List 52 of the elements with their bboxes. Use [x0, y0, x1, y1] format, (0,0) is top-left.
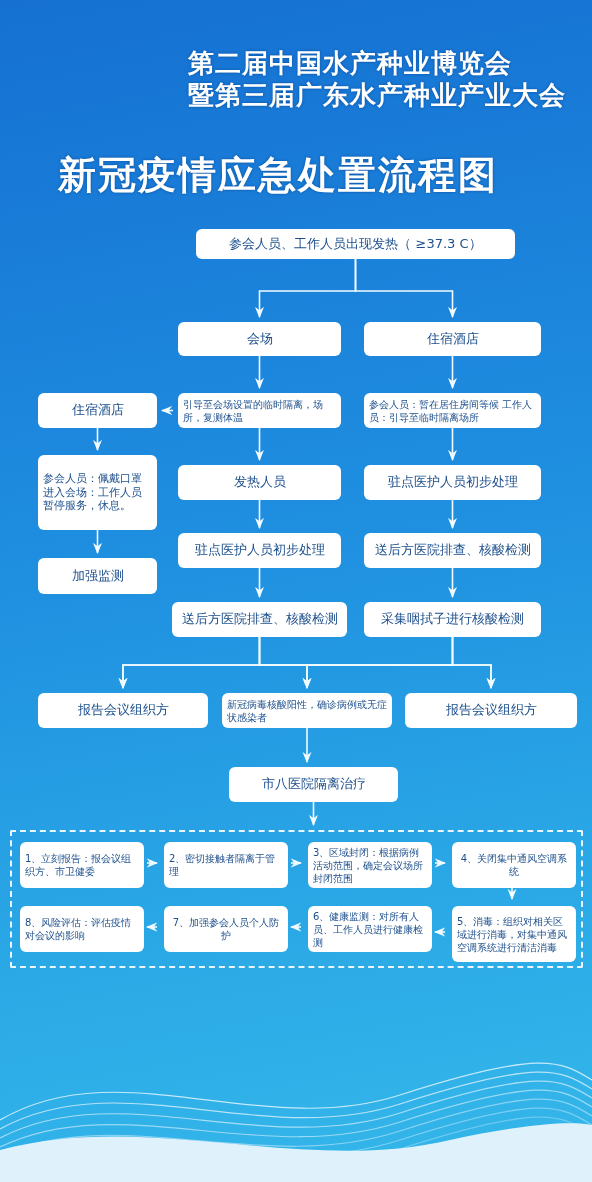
arrow	[290, 858, 303, 868]
arrow	[309, 801, 318, 827]
process-box: 2、密切接触者隔离于管理	[164, 842, 288, 888]
process-box: 报告会议组织方	[405, 693, 577, 728]
process-box: 参会人员、工作人员出现发热（ ≥37.3 C）	[196, 229, 515, 259]
process-box: 会场	[178, 322, 341, 356]
process-box: 报告会议组织方	[38, 693, 208, 728]
process-box: 市八医院隔离治疗	[229, 767, 398, 802]
process-box: 发热人员	[178, 465, 341, 500]
header-text: 第二届中国水产种业博览会	[188, 47, 512, 80]
header-text: 暨第三届广东水产种业产业大会	[188, 79, 566, 112]
arrow	[448, 499, 457, 530]
process-box: 6、健康监测：对所有人员、工作人员进行健康检测	[308, 906, 432, 952]
arrow	[448, 355, 457, 390]
arrow	[255, 427, 264, 462]
process-box: 驻点医护人员初步处理	[364, 465, 541, 500]
process-box: 1、立刻报告：报会议组织方、市卫健委	[20, 842, 144, 888]
arrow	[255, 355, 264, 390]
process-box: 送后方医院排查、核酸检测	[172, 602, 347, 637]
process-box: 住宿酒店	[38, 393, 157, 428]
arrow	[302, 727, 312, 764]
arrow	[255, 567, 264, 599]
arrow	[451, 636, 496, 690]
process-box: 送后方医院排查、核酸检测	[364, 533, 541, 568]
process-box: 5、消毒：组织对相关区域进行消毒，对集中通风空调系统进行清洁消毒	[452, 906, 576, 962]
arrow	[434, 858, 447, 868]
arrow	[289, 922, 302, 932]
process-box: 采集咽拭子进行核酸检测	[364, 602, 541, 637]
process-box: 7、加强参会人员个人防护	[164, 906, 288, 952]
process-box: 3、区域封闭：根据病例活动范围，确定会议场所封闭范围	[308, 842, 432, 888]
process-box: 加强监测	[38, 558, 157, 594]
process-box: 引导至会场设置的临时隔离，场所，复测体温	[178, 393, 341, 428]
process-box: 新冠病毒核酸阳性，确诊病例或无症状感染者	[222, 693, 392, 728]
dashed-frame	[10, 830, 583, 968]
arrow	[448, 567, 457, 599]
process-box: 8、风险评估：评估疫情对会议的影响	[20, 906, 144, 952]
process-box: 4、关闭集中通风空调系统	[452, 842, 576, 888]
process-box: 参会人员：暂在居住房间等候 工作人员：引导至临时隔离场所	[364, 393, 541, 428]
process-box: 驻点医护人员初步处理	[178, 533, 341, 568]
arrow	[354, 258, 457, 319]
arrow	[160, 406, 174, 415]
arrow	[433, 927, 446, 937]
arrow	[146, 858, 159, 868]
arrow	[93, 427, 102, 452]
process-box: 参会人员：佩戴口罩进入会场：工作人员暂停服务，休息。	[38, 455, 157, 530]
arrow	[145, 922, 158, 932]
arrow	[93, 529, 102, 555]
arrow	[507, 885, 517, 901]
arrow	[448, 427, 457, 462]
process-box: 住宿酒店	[364, 322, 541, 356]
arrow	[255, 499, 264, 530]
page-title: 新冠疫情应急处置流程图	[58, 152, 498, 199]
